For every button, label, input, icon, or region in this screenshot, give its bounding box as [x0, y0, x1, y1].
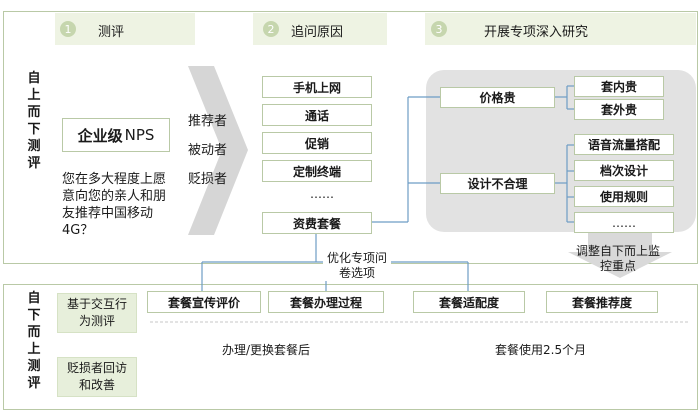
nps-title-suffix: NPS	[124, 126, 155, 144]
bottom-section-label: 自下而上测评	[27, 291, 41, 391]
research-ellipsis: ……	[574, 212, 674, 233]
top-section-label: 自上而下测评	[27, 71, 41, 171]
nps-question: 您在多大程度上愿意向您的亲人和朋友推荐中国移动4G？	[62, 172, 167, 238]
reason-mobile-internet: 手机上网	[262, 76, 372, 98]
respondent-passive: 被动者	[188, 143, 228, 158]
interaction-based-eval: 基于交互行为测评	[57, 293, 137, 333]
research-price-expensive: 价格贵	[440, 87, 555, 108]
step2-label: 追问原因	[291, 25, 344, 40]
research-in-package-expensive: 套内贵	[574, 76, 664, 97]
reason-tariff-package: 资费套餐	[262, 212, 372, 234]
detractor-followup: 贬损者回访和改善	[57, 357, 137, 397]
step3-number: 3	[431, 21, 447, 37]
respondent-detractor: 贬损者	[188, 172, 228, 187]
research-voice-data-mix: 语音流量搭配	[574, 134, 674, 155]
package-handling-process: 套餐办理过程	[268, 291, 384, 313]
timing-after-2-5-months: 套餐使用2.5个月	[495, 343, 587, 357]
package-recommendation: 套餐推荐度	[546, 291, 658, 313]
step1-number: 1	[60, 21, 76, 37]
research-out-package-expensive: 套外贵	[574, 99, 664, 120]
respondent-promoter: 推荐者	[188, 114, 228, 129]
optimize-questionnaire-label: 优化专项问卷选项	[323, 251, 391, 281]
feedback-down-arrow	[568, 230, 672, 278]
research-usage-rules: 使用规则	[574, 186, 674, 207]
research-design-unreasonable: 设计不合理	[440, 173, 555, 194]
nps-title-main: 企业级	[77, 126, 123, 145]
step1-header	[55, 13, 195, 45]
adjust-monitoring-label: 调整自下而上监控重点	[576, 244, 661, 273]
research-tier-design: 档次设计	[574, 160, 674, 181]
step3-header	[425, 13, 696, 45]
package-promotion-eval: 套餐宣传评价	[147, 291, 261, 313]
timing-after-handling: 办理/更换套餐后	[222, 343, 311, 357]
reason-ellipsis: ……	[310, 187, 334, 201]
reason-calls: 通话	[262, 104, 372, 126]
package-fit: 套餐适配度	[413, 291, 525, 313]
reason-custom-terminal: 定制终端	[262, 160, 372, 182]
step2-number: 2	[263, 21, 279, 37]
step3-label: 开展专项深入研究	[484, 25, 589, 40]
step1-label: 测评	[98, 25, 125, 40]
reason-promotion: 促销	[262, 132, 372, 154]
big-chevron-arrow	[188, 66, 248, 235]
